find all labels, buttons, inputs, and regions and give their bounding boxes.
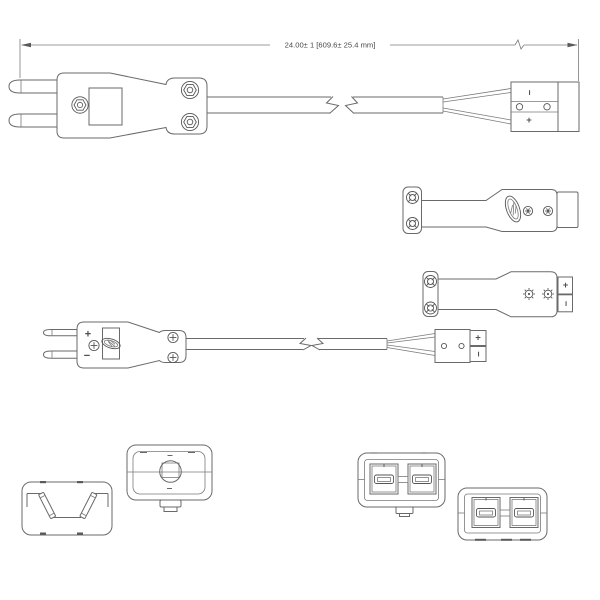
cable-break-icon [344,96,359,114]
bottom-tab-small [163,506,178,512]
lead-wire [386,333,436,342]
bottom-tab [395,506,414,514]
polarity-plus-label: + [475,333,481,344]
connector-end-cap [556,191,579,228]
plug-top-view: + − [42,321,187,369]
plug-body-outline [76,321,187,369]
polarity-plus-label: + [85,329,91,341]
plug-rear-shell [126,444,213,501]
contact-block-plus [557,276,573,295]
contact-block-plus [469,330,487,346]
end-view-connector-rear [457,487,548,541]
connector-body-outline [421,189,558,232]
mold-mark [520,538,531,541]
dimension-annotation: 24.00± 1 [609.6± 25.4 mm] [19,39,579,81]
mold-mark [501,538,512,541]
end-view-plug-face [21,481,113,536]
contact-block-minus [469,346,487,362]
mounting-plate [422,271,439,317]
arrowhead-right-icon [567,42,578,48]
rivet-icon [458,342,465,350]
lead-wire [442,107,512,121]
connector-housing [510,81,580,132]
rivet-icon [440,342,448,350]
rivet-icon [543,103,551,111]
contact-block-minus [557,294,573,313]
serrated-screw-icon [522,287,536,301]
polarity-minus-label: − [473,351,484,357]
mold-mark [40,481,46,484]
rivet-icon [515,103,524,111]
lead-wire [442,88,512,100]
dimension-break-icon [514,39,525,50]
lead-wire [386,336,436,344]
cable-entry-hole [159,460,182,483]
arrowhead-left-icon [21,42,31,48]
end-view-plug-rear [126,444,213,512]
cable-break-icon [310,337,325,351]
plug-blade-bottom [8,113,57,128]
plug-body-outline [56,72,208,139]
cable-break-icon [325,96,340,114]
serrated-screw-icon [541,287,555,301]
clamp-screw-slot [161,462,180,478]
lead-wire [442,92,512,103]
plug-side-view [8,72,208,139]
plug-pin-minus [42,350,77,359]
connector-inner-frame [464,493,541,534]
connector-shell [357,452,446,508]
brand-stamp-icon [504,195,522,223]
lead-wire [442,110,512,125]
lead-wire [386,347,436,356]
cable-assembly-side-view: − + [8,72,580,139]
plug-pin-plus [42,329,77,337]
molding-mark-icon [522,205,534,217]
blade-slot-left [38,492,56,519]
plug-face-shell [21,481,113,536]
lead-wire [386,344,436,352]
cable-break-icon [298,337,313,351]
cable-side-view [207,88,512,125]
blade-slot-right [79,492,98,519]
polarity-plus-label: + [526,115,532,126]
plug-rear-inner [132,451,206,495]
polarity-plus-label: + [563,280,569,291]
polarity-minus-label: − [84,350,90,362]
mold-mark [77,481,83,484]
brand-stamp-icon [101,337,121,350]
power-connector-side-view: − + [510,81,580,132]
connector-inner-frame [364,459,439,501]
connector-body-outline [438,271,558,318]
bottom-tab-small [399,513,410,517]
power-connector-top-view: + − [434,329,487,363]
connector-profile-view-1 [402,186,579,234]
molding-mark-icon [542,205,554,217]
mold-mark [77,532,83,535]
polarity-minus-label: − [524,90,535,96]
bottom-tab [159,499,182,508]
label-window [88,87,123,126]
dimension-label: 24.00± 1 [609.6± 25.4 mm] [285,41,376,50]
mold-mark [40,532,46,535]
cable-top-view [186,333,436,356]
polarity-minus-label: − [560,301,571,307]
mounting-plate [402,186,422,234]
connector-housing [434,329,471,363]
cable-assembly-top-view: + − [42,321,487,369]
connector-profile-view-2: + − [422,271,573,318]
end-view-connector-front [357,452,446,517]
plug-blade-top [8,79,57,94]
mold-mark [475,538,486,541]
